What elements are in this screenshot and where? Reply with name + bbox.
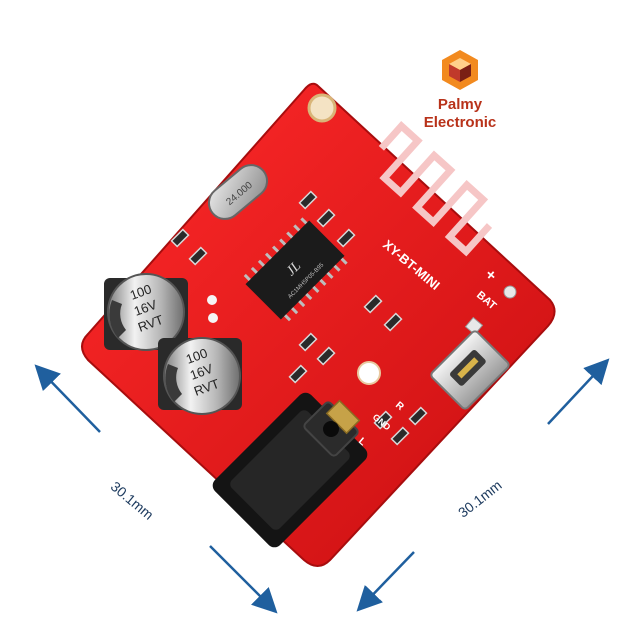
solder-pad — [207, 295, 217, 305]
smd-components — [170, 190, 428, 446]
capacitor-value: 100 — [184, 345, 210, 367]
bluetooth-antenna-icon — [378, 121, 493, 257]
brand-block: Palmy Electronic — [405, 48, 515, 132]
solder-pad — [464, 316, 484, 336]
brand-name-line2: Electronic — [423, 114, 497, 131]
pin-label-l: L — [356, 436, 368, 448]
brand-name-line1: Palmy — [437, 96, 483, 113]
isometric-cube-icon — [442, 50, 478, 90]
capacitor-icon: 100 16V RVT — [104, 273, 188, 351]
solder-pad — [503, 285, 517, 299]
pcb-board — [81, 82, 556, 567]
mounting-hole — [357, 361, 381, 385]
audio-jack-icon — [212, 392, 368, 548]
capacitor-icon: 100 16V RVT — [158, 337, 242, 415]
mounting-hole — [307, 93, 337, 123]
dimension-arrow-left — [34, 364, 278, 614]
solder-pad — [208, 313, 218, 323]
dimension-arrow-right — [356, 358, 610, 612]
capacitor-value: 100 — [128, 281, 154, 303]
micro-usb-port-icon — [430, 330, 510, 410]
crystal-icon: 24.000 — [207, 164, 269, 220]
